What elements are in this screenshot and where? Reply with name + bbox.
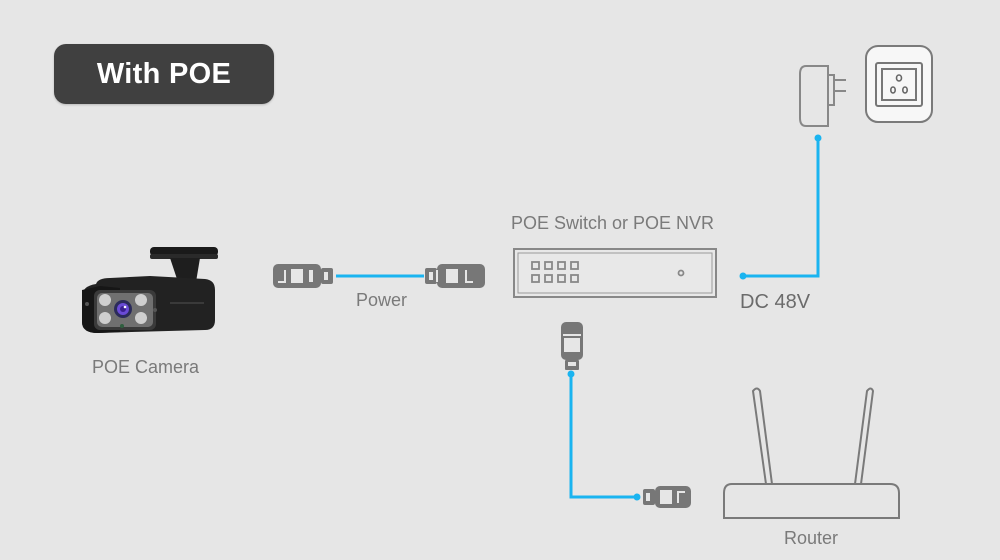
- wall-outlet-icon: [865, 45, 933, 123]
- power-cable-label: Power: [356, 290, 408, 310]
- dc-voltage-label: DC 48V: [740, 291, 811, 313]
- router-icon: [723, 387, 900, 519]
- ethernet-cable-icon: [273, 264, 333, 288]
- with-poe-title-badge: With POE: [54, 44, 274, 104]
- ethernet-cable-icon: [425, 264, 485, 288]
- ethernet-cable-icon: [561, 322, 583, 370]
- power-adapter-icon: [799, 65, 846, 127]
- ethernet-cable-icon: [643, 486, 691, 508]
- switch-label: POE Switch or POE NVR: [511, 213, 715, 233]
- router-label: Router: [784, 528, 839, 548]
- router-cable-line: [567, 370, 641, 501]
- dc-power-cable-line: [739, 134, 822, 280]
- poe-switch-icon: [513, 248, 717, 298]
- camera-label: POE Camera: [92, 357, 200, 377]
- bullet-camera-icon: [82, 247, 218, 333]
